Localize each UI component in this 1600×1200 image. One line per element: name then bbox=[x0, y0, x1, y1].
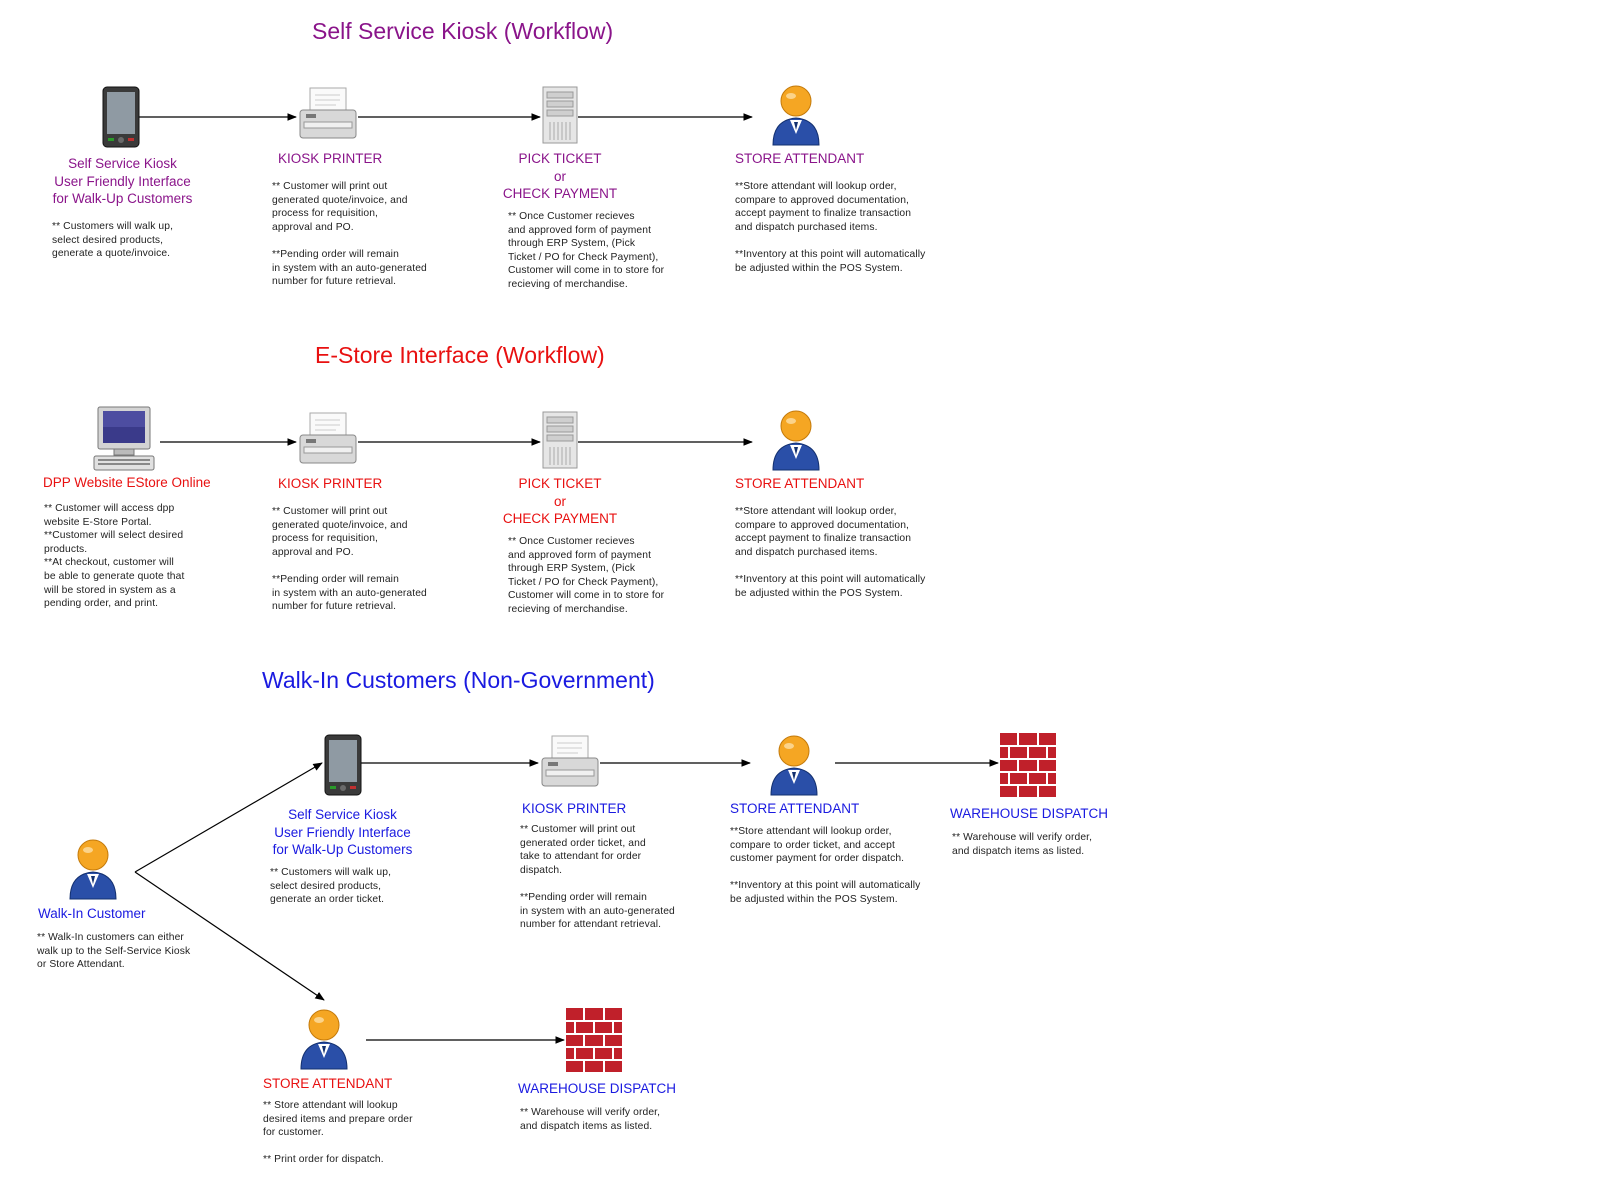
walkin-kiosk-label: Self Service Kiosk User Friendly Interfa… bbox=[272, 807, 413, 857]
server-icon bbox=[542, 86, 578, 144]
kiosk-node-label: Self Service Kiosk User Friendly Interfa… bbox=[52, 156, 193, 206]
server-icon bbox=[542, 411, 578, 469]
walkin-printer-desc: ** Customer will print out generated ord… bbox=[520, 824, 675, 931]
walkin-attendant-desc: **Store attendant will lookup order, com… bbox=[730, 826, 921, 905]
estore-pickticket-desc: ** Once Customer recieves and approved f… bbox=[508, 536, 665, 615]
printer-icon bbox=[299, 87, 357, 139]
walkin-warehouse-2-label: WAREHOUSE DISPATCH bbox=[518, 1081, 677, 1096]
walkin-kiosk-desc: ** Customers will walk up, select desire… bbox=[270, 867, 392, 906]
person-icon bbox=[300, 1009, 348, 1070]
estore-attendant-desc: **Store attendant will lookup order, com… bbox=[735, 506, 926, 599]
brick-wall-icon bbox=[566, 1008, 622, 1072]
walkin-customer-desc: ** Walk-In customers can either walk up … bbox=[37, 932, 191, 971]
walkin-attendant-label: STORE ATTENDANT bbox=[730, 801, 860, 816]
person-icon bbox=[772, 410, 820, 471]
walkin-warehouse-desc: ** Warehouse will verify order, and disp… bbox=[952, 832, 1093, 857]
estore-workflow-title: E-Store Interface (Workflow) bbox=[315, 342, 605, 368]
tablet-icon bbox=[324, 734, 362, 796]
kiosk-attendant-label: STORE ATTENDANT bbox=[735, 151, 865, 166]
kiosk-pickticket-desc: ** Once Customer recieves and approved f… bbox=[508, 211, 665, 290]
brick-wall-icon bbox=[1000, 733, 1056, 797]
person-icon bbox=[770, 735, 818, 796]
kiosk-node-desc: ** Customers will walk up, select desire… bbox=[52, 221, 174, 260]
estore-node-label: DPP Website EStore Online bbox=[43, 475, 211, 490]
walkin-attendant-2-label: STORE ATTENDANT bbox=[263, 1076, 393, 1091]
walkin-warehouse-label: WAREHOUSE DISPATCH bbox=[950, 806, 1109, 821]
person-icon bbox=[772, 85, 820, 146]
walkin-warehouse-2-desc: ** Warehouse will verify order, and disp… bbox=[520, 1107, 661, 1132]
kiosk-pickticket-label: PICK TICKET or CHECK PAYMENT bbox=[502, 151, 618, 201]
kiosk-workflow-title: Self Service Kiosk (Workflow) bbox=[312, 18, 614, 44]
kiosk-attendant-desc: **Store attendant will lookup order, com… bbox=[735, 181, 926, 274]
kiosk-printer-desc: ** Customer will print out generated quo… bbox=[272, 181, 427, 288]
printer-icon bbox=[541, 735, 599, 787]
estore-pickticket-label: PICK TICKET or CHECK PAYMENT bbox=[502, 476, 618, 526]
kiosk-printer-label: KIOSK PRINTER bbox=[278, 151, 383, 166]
printer-icon bbox=[299, 412, 357, 464]
walkin-workflow-title: Walk-In Customers (Non-Government) bbox=[262, 667, 655, 693]
walkin-customer-label: Walk-In Customer bbox=[38, 906, 146, 921]
walkin-printer-label: KIOSK PRINTER bbox=[522, 801, 627, 816]
desktop-computer-icon bbox=[93, 406, 155, 471]
walkin-attendant-2-desc: ** Store attendant will lookup desired i… bbox=[263, 1100, 413, 1166]
estore-printer-desc: ** Customer will print out generated quo… bbox=[272, 506, 427, 613]
estore-node-desc: ** Customer will access dpp website E-St… bbox=[44, 503, 185, 610]
tablet-icon bbox=[102, 86, 140, 148]
estore-attendant-label: STORE ATTENDANT bbox=[735, 476, 865, 491]
estore-printer-label: KIOSK PRINTER bbox=[278, 476, 383, 491]
person-icon bbox=[69, 839, 117, 900]
